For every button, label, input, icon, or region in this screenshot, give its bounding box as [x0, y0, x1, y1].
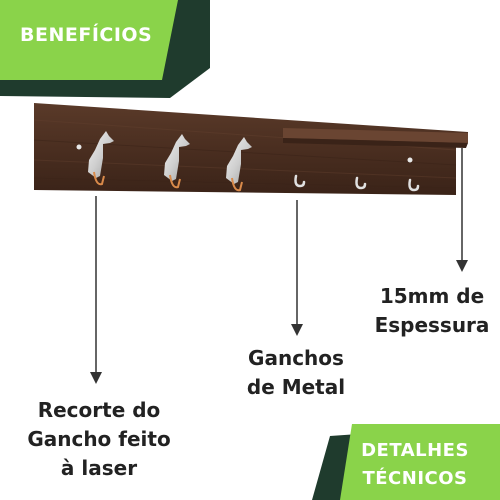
screw-left-icon — [76, 144, 82, 150]
metal-hook-icon — [355, 176, 367, 190]
benefits-label: BENEFÍCIOS — [20, 24, 153, 46]
wooden-rack — [33, 103, 468, 195]
dog-hook-icon — [226, 137, 252, 192]
dog-hook-icon — [164, 134, 190, 189]
dog-hook-icon — [88, 131, 114, 186]
benefits-badge — [0, 0, 210, 98]
screw-right-icon — [407, 157, 413, 163]
technical-details-label: DETALHES TÉCNICOS — [361, 440, 469, 489]
technical-details-badge — [312, 424, 500, 500]
metal-hook-icon — [408, 178, 420, 192]
wooden-shelf — [283, 128, 468, 148]
metal-hooks-callout: Ganchos de Metal — [246, 346, 346, 399]
metal-hook-icon — [294, 174, 306, 188]
laser-cut-callout: Recorte do Gancho feito à laser — [27, 398, 171, 480]
thickness-callout: 15mm de Espessura — [374, 284, 490, 337]
